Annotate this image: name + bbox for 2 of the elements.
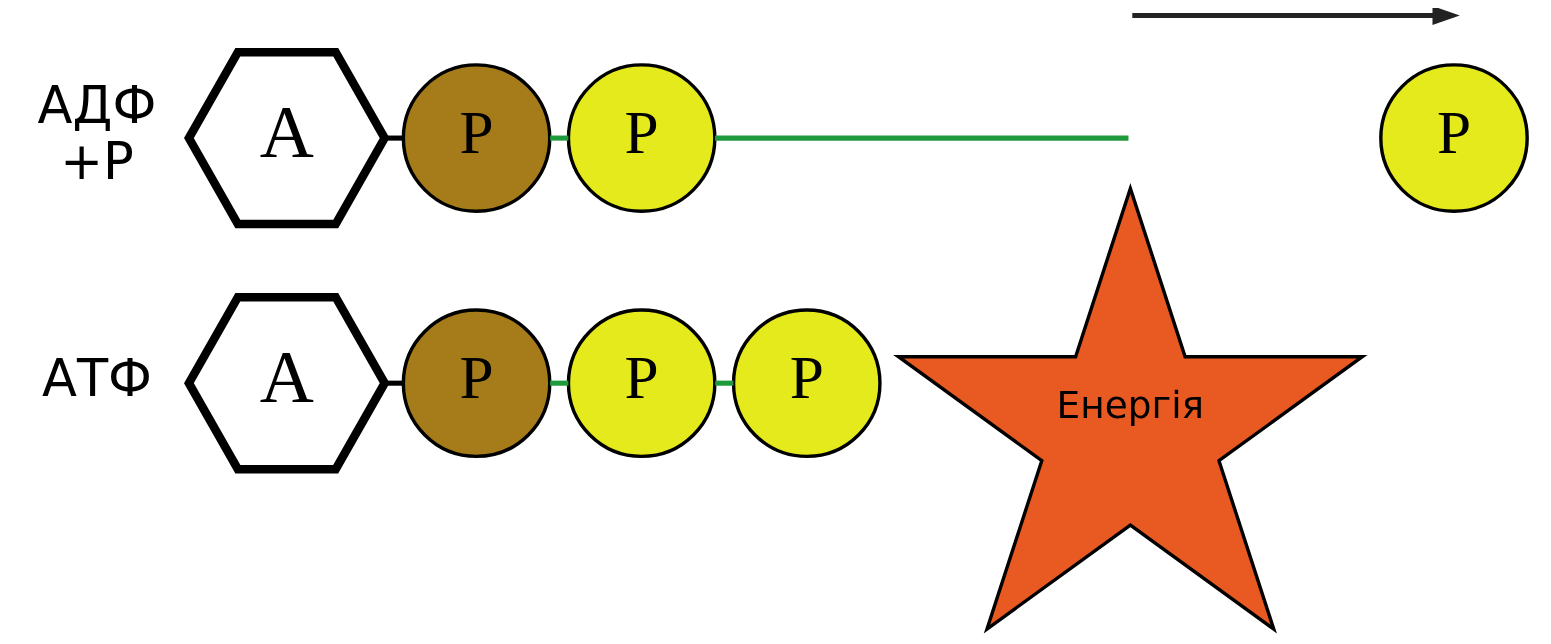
label: АДФ +P — [37, 75, 157, 191]
label: АТФ — [41, 348, 153, 408]
